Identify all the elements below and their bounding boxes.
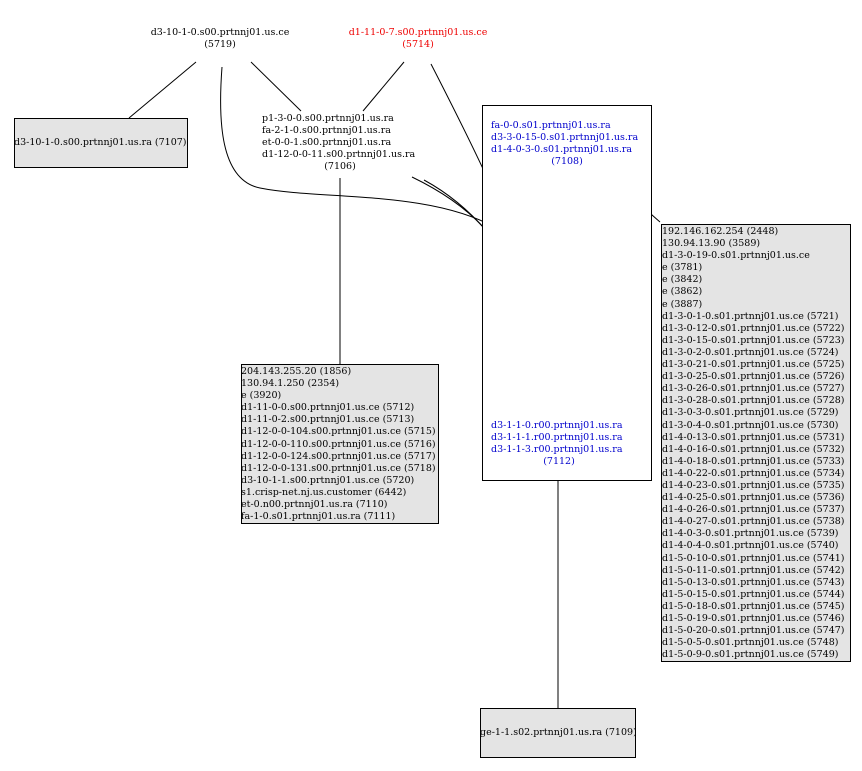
node-2448-line-28: d1-5-0-10-0.s01.prtnnj01.us.ce (5741) [662, 552, 845, 564]
node-2448-line-18: d1-4-0-13-0.s01.prtnnj01.us.ce (5731) [662, 431, 845, 443]
node-1856-line-11: s1.crisp-net.nj.us.customer (6442) [241, 486, 407, 498]
node-2448-line-33: d1-5-0-19-0.s01.prtnnj01.us.ce (5746) [662, 613, 845, 624]
node-1856-line-7: d1-12-0-0-110.s00.prtnnj01.us.ce (5716) [241, 438, 436, 450]
node-2448-line-35: d1-5-0-5-0.s01.prtnnj01.us.ce (5748) [662, 637, 839, 649]
node-1856-line-5: d1-11-0-2.s00.prtnnj01.us.ce (5713) [241, 414, 415, 426]
node-7108-line-1: fa-0-0.s01.prtnnj01.us.ra [491, 120, 611, 131]
node-1856-line-4: d1-11-0-0.s00.prtnnj01.us.ce (5712) [241, 402, 415, 414]
node-2448-line-34: d1-5-0-20-0.s01.prtnnj01.us.ce (5747) [662, 625, 845, 637]
node-7106-line-2: fa-2-1-0.s00.prtnnj01.us.ra [262, 125, 391, 137]
node-7107-box[interactable]: d3-10-1-0.s00.prtnnj01.us.ra (7107) [14, 118, 188, 168]
edge-5719-7107 [128, 61, 197, 119]
node-2448-line-14: d1-3-0-26-0.s01.prtnnj01.us.ce (5727) [662, 383, 845, 395]
node-7109-line-1: ge-1-1.s02.prtnnj01.us.ra (7109) [480, 727, 636, 738]
node-7112-line-4: (7112) [543, 456, 575, 468]
node-2448-line-22: d1-4-0-23-0.s01.prtnnj01.us.ce (5735) [662, 479, 845, 491]
node-2448-line-36: d1-5-0-9-0.s01.prtnnj01.us.ce (5749) [662, 649, 839, 661]
node-2448-line-2: 130.94.13.90 (3589) [662, 238, 761, 250]
node-1856-line-8: d1-12-0-0-124.s00.prtnnj01.us.ce (5717) [241, 450, 436, 462]
node-2448-line-1: 192.146.162.254 (2448) [662, 226, 779, 237]
edge-5719-7106 [250, 61, 302, 112]
node-2448-line-12: d1-3-0-21-0.s01.prtnnj01.us.ce (5725) [662, 359, 845, 371]
node-7108-line-2: d3-3-0-15-0.s01.prtnnj01.us.ra [491, 132, 639, 144]
node-2448-line-11: d1-3-0-2-0.s01.prtnnj01.us.ce (5724) [662, 346, 839, 358]
node-5719[interactable]: d3-10-1-0.s00.prtnnj01.us.ce (5719) [140, 27, 300, 51]
node-5719-line-1: d3-10-1-0.s00.prtnnj01.us.ce [150, 27, 290, 38]
node-2448-line-27: d1-4-0-4-0.s01.prtnnj01.us.ce (5740) [662, 540, 839, 552]
node-5714[interactable]: d1-11-0-7.s00.prtnnj01.us.ce (5714) [338, 27, 498, 51]
node-2448-line-32: d1-5-0-18-0.s01.prtnnj01.us.ce (5745) [662, 600, 845, 612]
node-7106[interactable]: p1-3-0-0.s00.prtnnj01.us.ra fa-2-1-0.s00… [262, 113, 418, 173]
node-1856-line-6: d1-12-0-0-104.s00.prtnnj01.us.ce (5715) [241, 426, 436, 438]
node-2448-line-23: d1-4-0-25-0.s01.prtnnj01.us.ce (5736) [662, 492, 845, 504]
node-2448-line-29: d1-5-0-11-0.s01.prtnnj01.us.ce (5742) [662, 564, 845, 576]
node-2448-line-4: e (3781) [662, 262, 703, 274]
node-2448-line-15: d1-3-0-28-0.s01.prtnnj01.us.ce (5728) [662, 395, 845, 407]
node-1856-line-1: 204.143.255.20 (1856) [241, 366, 352, 377]
node-1856-line-3: e (3920) [241, 390, 282, 402]
node-5714-line-1: d1-11-0-7.s00.prtnnj01.us.ce [348, 27, 488, 38]
node-2448-line-19: d1-4-0-16-0.s01.prtnnj01.us.ce (5732) [662, 443, 845, 455]
node-7108-line-4: (7108) [551, 156, 583, 168]
node-7107: d3-10-1-0.s00.prtnnj01.us.ra (7107) [14, 137, 187, 149]
node-2448-line-17: d1-3-0-4-0.s01.prtnnj01.us.ce (5730) [662, 419, 839, 431]
node-7108-line-3: d1-4-0-3-0.s01.prtnnj01.us.ra [491, 144, 633, 156]
edge-5714-7106 [362, 61, 405, 112]
node-2448-line-21: d1-4-0-22-0.s01.prtnnj01.us.ce (5734) [662, 467, 845, 479]
node-1856: 204.143.255.20 (1856) 130.94.1.250 (2354… [241, 366, 436, 523]
node-2448-line-20: d1-4-0-18-0.s01.prtnnj01.us.ce (5733) [662, 455, 845, 467]
node-2448-line-8: d1-3-0-1-0.s01.prtnnj01.us.ce (5721) [662, 310, 839, 322]
node-1856-box[interactable]: 204.143.255.20 (1856) 130.94.1.250 (2354… [241, 364, 439, 524]
node-7112[interactable]: d3-1-1-0.r00.prtnnj01.us.ra d3-1-1-1.r00… [486, 420, 632, 468]
node-1856-line-12: et-0.n00.prtnnj01.us.ra (7110) [241, 499, 388, 511]
node-2448-line-25: d1-4-0-27-0.s01.prtnnj01.us.ce (5738) [662, 516, 845, 528]
node-5714-line-2: (5714) [402, 39, 434, 51]
router-cluster [482, 105, 652, 481]
node-1856-line-2: 130.94.1.250 (2354) [241, 378, 340, 390]
node-2448-line-5: e (3842) [662, 274, 703, 286]
node-2448-line-7: e (3887) [662, 298, 703, 310]
node-7112-line-3: d3-1-1-3.r00.prtnnj01.us.ra [491, 444, 623, 456]
node-7107-line-1: d3-10-1-0.s00.prtnnj01.us.ra (7107) [14, 137, 187, 148]
node-2448-line-9: d1-3-0-12-0.s01.prtnnj01.us.ce (5722) [662, 322, 845, 334]
node-2448-line-24: d1-4-0-26-0.s01.prtnnj01.us.ce (5737) [662, 504, 845, 516]
node-1856-line-9: d1-12-0-0-131.s00.prtnnj01.us.ce (5718) [241, 462, 436, 474]
node-2448-line-10: d1-3-0-15-0.s01.prtnnj01.us.ce (5723) [662, 334, 845, 346]
node-5719-line-2: (5719) [204, 39, 236, 51]
node-2448: 192.146.162.254 (2448) 130.94.13.90 (358… [662, 226, 845, 661]
node-7106-line-3: et-0-0-1.s00.prtnnj01.us.ra [262, 137, 392, 149]
node-1856-line-13: fa-1-0.s01.prtnnj01.us.ra (7111) [241, 511, 396, 523]
node-7108[interactable]: fa-0-0.s01.prtnnj01.us.ra d3-3-0-15-0.s0… [486, 120, 648, 168]
node-2448-line-16: d1-3-0-3-0.s01.prtnnj01.us.ce (5729) [662, 407, 839, 419]
node-1856-line-10: d3-10-1-1.s00.prtnnj01.us.ce (5720) [241, 474, 415, 486]
node-2448-line-30: d1-5-0-13-0.s01.prtnnj01.us.ce (5743) [662, 576, 845, 588]
node-7106-line-4: d1-12-0-0-11.s00.prtnnj01.us.ra [262, 149, 416, 161]
node-7109-box[interactable]: ge-1-1.s02.prtnnj01.us.ra (7109) [480, 708, 636, 758]
node-7106-line-5: (7106) [324, 161, 356, 173]
node-2448-line-6: e (3862) [662, 286, 703, 298]
node-7109: ge-1-1.s02.prtnnj01.us.ra (7109) [480, 727, 636, 739]
node-2448-box[interactable]: 192.146.162.254 (2448) 130.94.13.90 (358… [661, 224, 851, 662]
node-2448-line-3: d1-3-0-19-0.s01.prtnnj01.us.ce [662, 250, 810, 262]
node-7112-line-2: d3-1-1-1.r00.prtnnj01.us.ra [491, 432, 623, 444]
node-2448-line-26: d1-4-0-3-0.s01.prtnnj01.us.ce (5739) [662, 528, 839, 540]
node-7112-line-1: d3-1-1-0.r00.prtnnj01.us.ra [491, 420, 623, 431]
node-2448-line-13: d1-3-0-25-0.s01.prtnnj01.us.ce (5726) [662, 371, 845, 383]
node-2448-line-31: d1-5-0-15-0.s01.prtnnj01.us.ce (5744) [662, 588, 845, 600]
node-7106-line-1: p1-3-0-0.s00.prtnnj01.us.ra [262, 113, 394, 124]
